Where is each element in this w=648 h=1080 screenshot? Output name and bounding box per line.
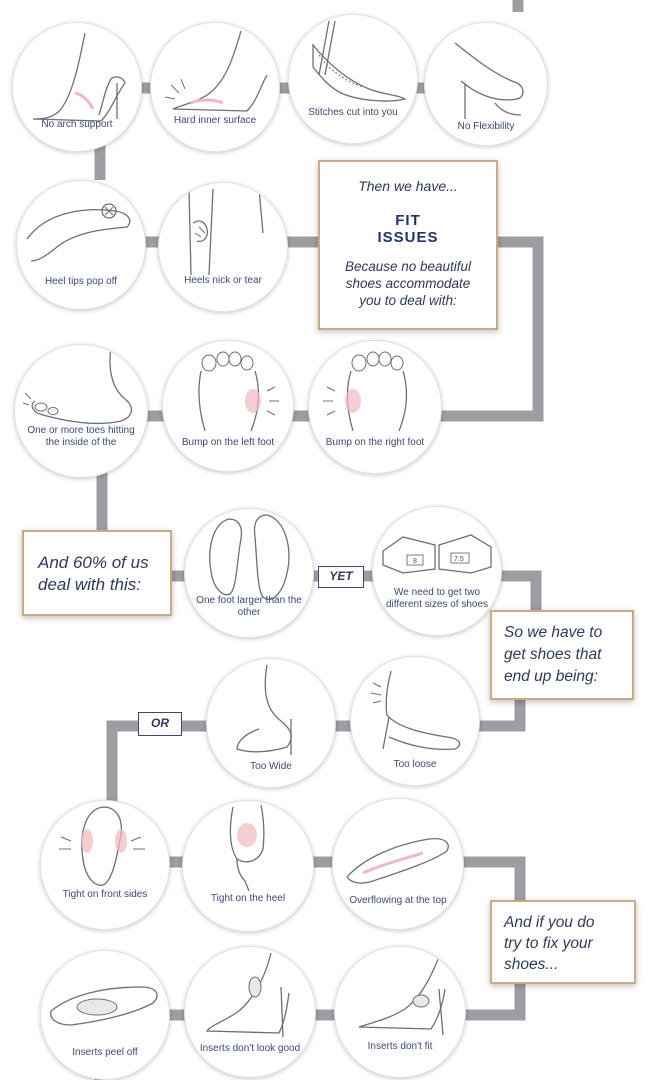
node-too-wide: Too Wide — [206, 658, 336, 788]
callout-line: So we have to — [504, 624, 603, 641]
insert-shoe-sketch-icon — [50, 986, 158, 1026]
node-tight-heel: Tight on the heel — [182, 800, 314, 932]
node-label: Too Wide — [250, 761, 292, 772]
node-hard-inner-surface: Hard inner surface — [150, 22, 280, 152]
high-heel-sketch-icon — [32, 32, 126, 122]
heel-back-sketch-icon — [229, 804, 265, 892]
two-soles-sketch-icon — [209, 514, 290, 601]
bent-shoe-sketch-icon — [454, 42, 524, 119]
node-label: Tight on the heel — [210, 893, 286, 904]
node-bump-left: Bump on the left foot — [162, 340, 294, 472]
callout-so-we-have: So we have to get shoes that end up bein… — [490, 610, 634, 700]
callout-fix-shoes: And if you do try to fix your shoes... — [490, 900, 636, 984]
callout-title-line: FIT — [395, 212, 421, 229]
box-size-left: 8 — [413, 558, 417, 565]
node-label: Overflowing at the top — [349, 895, 447, 906]
loose-heel-sketch-icon — [370, 670, 461, 751]
node-label: Inserts peel off — [72, 1047, 138, 1058]
node-label: Heels nick or tear — [184, 275, 262, 286]
callout-line: shoes... — [504, 956, 559, 973]
node-no-arch-support: No arch support — [12, 22, 142, 152]
callout-line: deal with this: — [38, 575, 141, 594]
node-toes-hitting: One or more toes hitting the inside of t… — [14, 344, 148, 478]
node-label: Heel tips pop off — [44, 276, 118, 287]
node-inserts-peel: Inserts peel off — [40, 950, 170, 1080]
node-label: Inserts don't fit — [367, 1041, 433, 1052]
node-label: Stitches cut into you — [308, 107, 398, 118]
callout-body-line: shoes accommodate — [345, 276, 471, 291]
callout-line: get shoes that — [504, 646, 602, 663]
heel-tip-sketch-icon — [26, 203, 131, 262]
node-label: No Flexibility — [457, 121, 515, 132]
node-two-sizes: 8 7.5 We need to get two different sizes… — [372, 506, 502, 636]
callout-fit-issues: Then we have... FIT ISSUES Because no be… — [318, 160, 498, 330]
connector-row6-right — [440, 856, 526, 910]
callout-body-line: you to deal with: — [359, 293, 457, 308]
callout-intro: Then we have... — [358, 178, 458, 194]
node-label: Tight on front sides — [62, 889, 148, 900]
node-heel-tips-pop-off: Heel tips pop off — [16, 180, 146, 310]
shoe-boxes-sketch-icon: 8 7.5 — [382, 534, 492, 574]
node-label: Hard inner surface — [173, 115, 257, 126]
node-too-loose: Too loose — [350, 656, 480, 786]
callout-line: try to fix your — [504, 935, 593, 952]
wide-pump-sketch-icon — [236, 664, 292, 755]
foot-sole-sketch-icon — [59, 806, 145, 886]
node-one-foot-larger: One foot larger than the other — [184, 508, 314, 638]
foot-top-right-sketch-icon — [323, 351, 408, 432]
node-label: One foot larger than the other — [196, 595, 302, 618]
node-inserts-fit: Inserts don't fit — [334, 946, 466, 1078]
node-inserts-look: Inserts don't look good — [184, 946, 316, 1078]
callout-body-line: Because no beautiful — [344, 259, 472, 274]
node-no-flexibility: No Flexibility — [424, 22, 548, 146]
stiletto-insert-sketch-icon — [358, 956, 446, 1036]
tag-or: OR — [138, 712, 182, 736]
node-label: No arch support — [41, 119, 113, 130]
node-label: Bump on the left foot — [181, 437, 275, 448]
callout-sixty-percent: And 60% of us deal with this: — [22, 530, 172, 616]
stiletto-sketch-icon — [312, 20, 407, 102]
node-tight-front: Tight on front sides — [40, 800, 170, 930]
tag-yet: YET — [318, 566, 364, 588]
foot-side-sketch-icon — [22, 346, 132, 425]
callout-line: And if you do — [504, 914, 595, 931]
node-bump-right: Bump on the right foot — [308, 340, 442, 474]
flat-shoe-sketch-icon — [346, 837, 449, 884]
node-label: We need to get two different sizes of sh… — [385, 587, 489, 610]
node-label: Bump on the right foot — [325, 437, 425, 448]
callout-line: And 60% of us — [38, 553, 149, 572]
node-label: Inserts don't look good — [199, 1043, 301, 1054]
heel-scuff-sketch-icon — [188, 188, 264, 276]
node-heels-nick: Heels nick or tear — [158, 182, 288, 312]
node-label: Too loose — [393, 759, 437, 770]
callout-title-line: ISSUES — [377, 229, 439, 246]
pump-insert-sketch-icon — [205, 952, 290, 1038]
node-label: One or more toes hitting the inside of t… — [27, 425, 135, 448]
connector-fit-right — [410, 236, 544, 422]
node-overflowing: Overflowing at the top — [332, 798, 464, 930]
foot-top-left-sketch-icon — [198, 351, 279, 432]
foot-in-shoe-sketch-icon — [164, 30, 268, 112]
box-size-right: 7.5 — [454, 556, 464, 563]
callout-line: end up being: — [504, 668, 598, 685]
node-stitches-cut: Stitches cut into you — [288, 14, 418, 144]
